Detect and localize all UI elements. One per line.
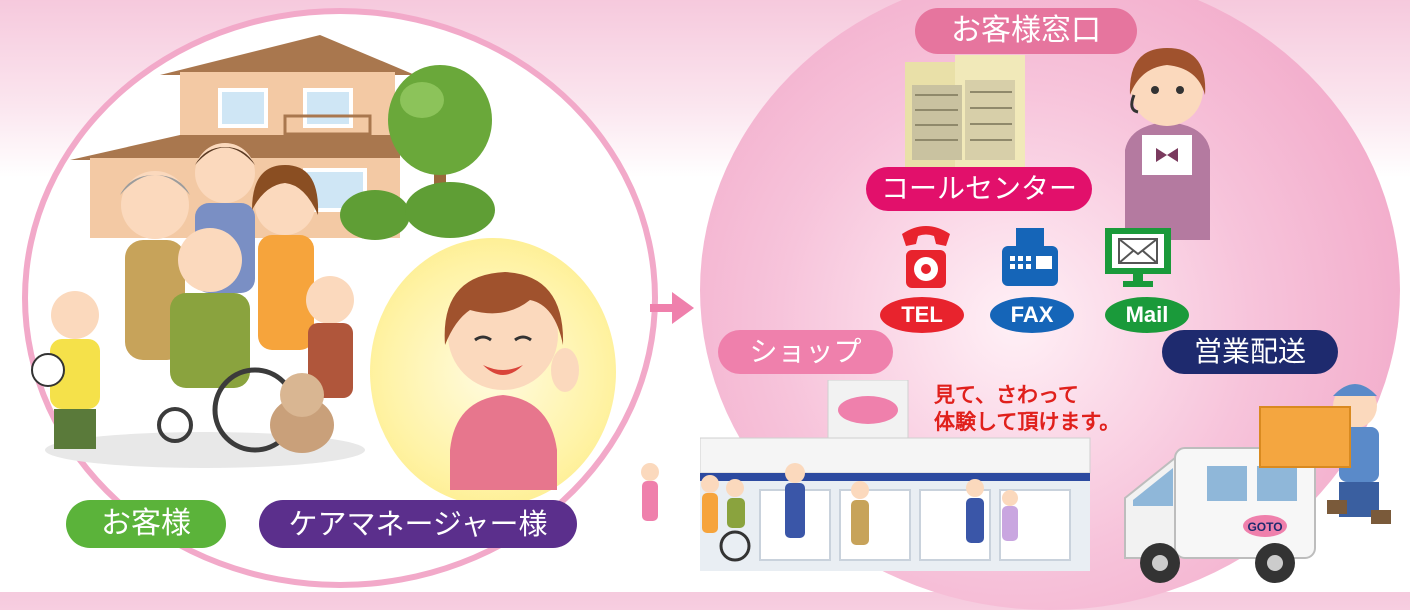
care-manager-illustration <box>444 272 579 490</box>
delivery-man-illustration <box>1259 384 1391 524</box>
mail-monitor-icon <box>1105 228 1171 287</box>
operator-illustration <box>1125 48 1210 240</box>
shop-caption-line2: 体験して頂けます。 <box>934 410 1121 434</box>
fax-badge: FAX <box>990 297 1074 333</box>
shoppers-illustration <box>641 463 1018 562</box>
family-illustration <box>31 143 365 468</box>
shop-caption: 見て、さわって 体験して頂けます。 <box>934 382 1120 436</box>
telephone-icon <box>902 226 950 288</box>
sales-delivery-label: 営業配送 <box>1162 330 1338 374</box>
fax-icon <box>1002 228 1058 286</box>
tel-badge: TEL <box>880 297 964 333</box>
van-logo: GOTO <box>1247 520 1282 534</box>
arrow-right-icon <box>650 292 694 324</box>
shop-label: ショップ <box>718 330 893 374</box>
care-manager-label: ケアマネージャー様 <box>259 500 577 548</box>
call-center-label: コールセンター <box>866 167 1092 211</box>
delivery-van-illustration: GOTO <box>1124 447 1316 583</box>
shop-caption-line1: 見て、さわって <box>934 383 1079 407</box>
customer-window-label: お客様窓口 <box>915 8 1137 54</box>
server-building-illustration <box>905 55 1025 172</box>
bush-illustration <box>340 182 495 240</box>
customer-label: お客様 <box>66 500 226 548</box>
mail-badge: Mail <box>1105 297 1189 333</box>
